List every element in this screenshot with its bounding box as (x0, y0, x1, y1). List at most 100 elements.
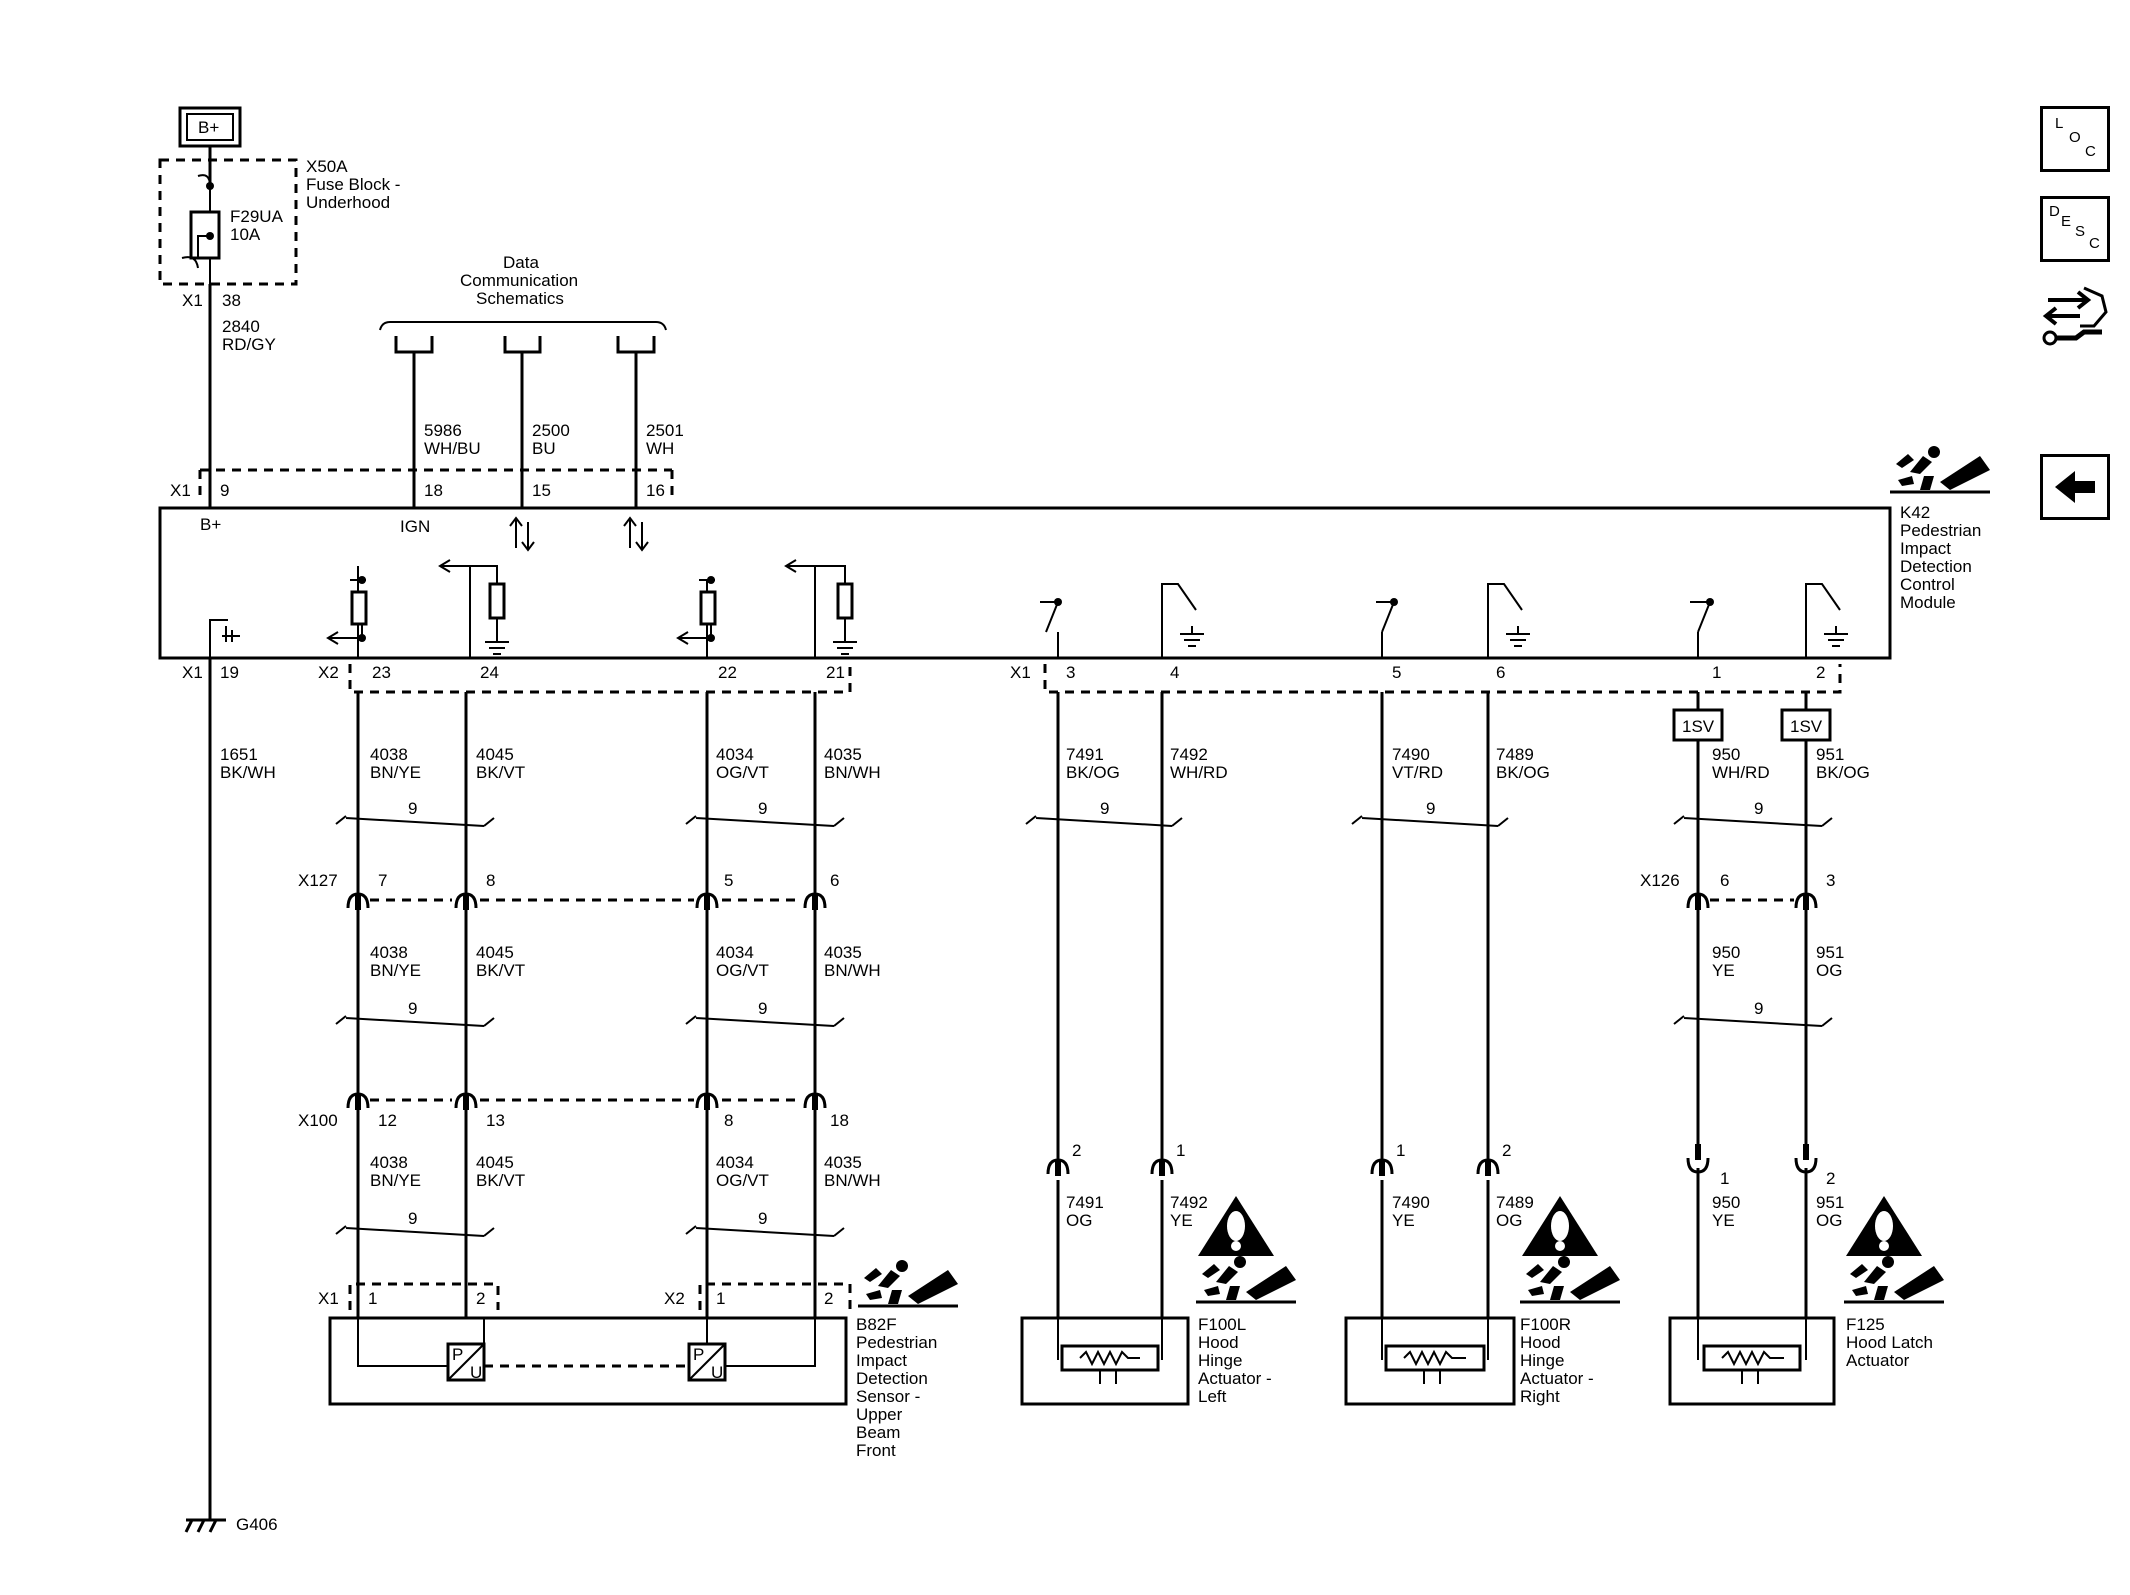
ground-wire-color: BK/WH (220, 763, 276, 782)
fuse-wire-circuit: 2840 (222, 317, 260, 336)
act-wire-950-color: WH/RD (1712, 763, 1770, 782)
pu-u-1: U (470, 1363, 482, 1382)
s2-wire-4035-color: BN/WH (824, 961, 881, 980)
loc-l: L (2055, 115, 2064, 132)
k42-top-conn: X1 (170, 481, 191, 500)
f125-line2: Actuator (1846, 1351, 1910, 1370)
act-wire-951-circuit: 951 (1816, 745, 1844, 764)
pressure-sensor-icon-1: P U (446, 1342, 486, 1382)
sensor-x2: X2 (664, 1289, 685, 1308)
diagnostic-tool-button[interactable] (2040, 282, 2110, 352)
desc-s: S (2075, 223, 2086, 240)
x126-connector: X126 6 3 (1640, 871, 1835, 912)
fuse-conn: X1 (182, 291, 203, 310)
ground-icon (184, 1518, 226, 1533)
desc-d: D (2049, 203, 2060, 220)
s2-wire-4034-circuit: 4034 (716, 943, 754, 962)
k42-module[interactable]: X1 9 18 15 16 B+ IGN K42 Pedestrian Impa… (158, 444, 1992, 660)
k42-pin-19: 19 (220, 663, 239, 682)
s1-wire-4038-color: BN/YE (370, 763, 421, 782)
x100-name: X100 (298, 1111, 338, 1130)
sensor-line4: Sensor - (856, 1387, 920, 1406)
f100r-line4: Right (1520, 1387, 1560, 1406)
k42-line3: Detection (1900, 557, 1972, 576)
k42-bottom-connectors: X1 19 X2 23 24 22 21 X1 3 4 5 6 1 2 (182, 663, 1842, 694)
act-inline-pin-a: 2 (1072, 1141, 1081, 1160)
twisted-pair-icon (335, 815, 1833, 1237)
pedestrian-impact-icon (1194, 1254, 1298, 1304)
f100r-ref: F100R (1520, 1315, 1571, 1334)
act-b-wire-950-circuit: 950 (1712, 1193, 1740, 1212)
s2-wire-4035-circuit: 4035 (824, 943, 862, 962)
k42-ref: K42 (1900, 503, 1930, 522)
s3-wire-4034-circuit: 4034 (716, 1153, 754, 1172)
sensor-x2-pin2: 2 (824, 1289, 833, 1308)
data-communication-reference[interactable]: Data Communication Schematics (379, 253, 667, 508)
act-b-wire-7490-color: YE (1392, 1211, 1415, 1230)
sensor-x1: X1 (318, 1289, 339, 1308)
ground-wire-1651: 1651 BK/WH G406 (184, 658, 278, 1534)
f100l-actuator[interactable]: F100L Hood Hinge Actuator - Left (1020, 1196, 1298, 1406)
diagnostic-tool-icon (2042, 286, 2108, 346)
x100-pin-13: 13 (486, 1111, 505, 1130)
twist-label-1: 9 (408, 799, 417, 818)
x127-pin-5: 5 (724, 871, 733, 890)
act-b-wire-7491-circuit: 7491 (1066, 1193, 1104, 1212)
x127-name: X127 (298, 871, 338, 890)
b82f-sensor[interactable]: X1 1 2 X2 1 2 P U P U B82F Pedestrian Im… (318, 1258, 960, 1460)
s1-wire-4035-color: BN/WH (824, 763, 881, 782)
pedestrian-impact-icon (1888, 444, 1992, 494)
twist-label-3: 9 (1100, 799, 1109, 818)
s3-wire-4034-color: OG/VT (716, 1171, 769, 1190)
act-b-wire-951-color: OG (1816, 1211, 1842, 1230)
s2-wire-4045-color: BK/VT (476, 961, 525, 980)
pedestrian-impact-icon (1518, 1254, 1622, 1304)
act-inline-pin-c: 1 (1396, 1141, 1405, 1160)
s3-wire-4045-color: BK/VT (476, 1171, 525, 1190)
k42-pin-23: 23 (372, 663, 391, 682)
data-comm-line2: Communication (460, 271, 578, 290)
act-inline-pin-e: 1 (1720, 1169, 1729, 1188)
k42-sensor-circuit-23-24 (326, 559, 510, 658)
location-button[interactable]: L O C (2040, 106, 2110, 172)
x100-pin-8: 8 (724, 1111, 733, 1130)
k42-pin-4: 4 (1170, 663, 1179, 682)
act-b-wire-7492-circuit: 7492 (1170, 1193, 1208, 1212)
act-wire-7491-circuit: 7491 (1066, 745, 1104, 764)
k42-pin-1: 1 (1712, 663, 1721, 682)
act-wire-7490-circuit: 7490 (1392, 745, 1430, 764)
act-wire-7489-circuit: 7489 (1496, 745, 1534, 764)
s1-wire-4045-color: BK/VT (476, 763, 525, 782)
warning-icon (1198, 1196, 1274, 1256)
act-inline-pin-b: 1 (1176, 1141, 1185, 1160)
f100r-actuator[interactable]: F100R Hood Hinge Actuator - Right (1344, 1196, 1622, 1406)
f100r-line3: Actuator - (1520, 1369, 1594, 1388)
act-wire-7489-color: BK/OG (1496, 763, 1550, 782)
s3-wire-4045-circuit: 4045 (476, 1153, 514, 1172)
svc-label-2: 1SV (1790, 717, 1823, 736)
k42-pin-16: 16 (646, 481, 665, 500)
description-button[interactable]: D E S C (2040, 196, 2110, 262)
k42-pin-6: 6 (1496, 663, 1505, 682)
k42-bplus-label: B+ (200, 515, 221, 534)
x126-wire-950-circuit: 950 (1712, 943, 1740, 962)
twist-label-8: 9 (1754, 999, 1763, 1018)
act-wire-7492-circuit: 7492 (1170, 745, 1208, 764)
x127-pin-7: 7 (378, 871, 387, 890)
f125-actuator[interactable]: F125 Hood Latch Actuator (1668, 1196, 1946, 1406)
act-wire-951-color: BK/OG (1816, 763, 1870, 782)
s2-wire-4038-color: BN/YE (370, 961, 421, 980)
s2-wire-4045-circuit: 4045 (476, 943, 514, 962)
k42-wire-2501-circuit: 2501 (646, 421, 684, 440)
actuator-wire-group (1056, 692, 1808, 1318)
s3-wire-4035-color: BN/WH (824, 1171, 881, 1190)
data-comm-line1: Data (503, 253, 539, 272)
twist-label-6: 9 (408, 999, 417, 1018)
back-button[interactable] (2040, 454, 2110, 520)
sensor-line6: Beam (856, 1423, 900, 1442)
k42-pin-9: 9 (220, 481, 229, 500)
k42-ground-icon (209, 619, 240, 660)
x126-pin-3: 3 (1826, 871, 1835, 890)
k42-wire-5986-color: WH/BU (424, 439, 481, 458)
f100l-line3: Actuator - (1198, 1369, 1272, 1388)
